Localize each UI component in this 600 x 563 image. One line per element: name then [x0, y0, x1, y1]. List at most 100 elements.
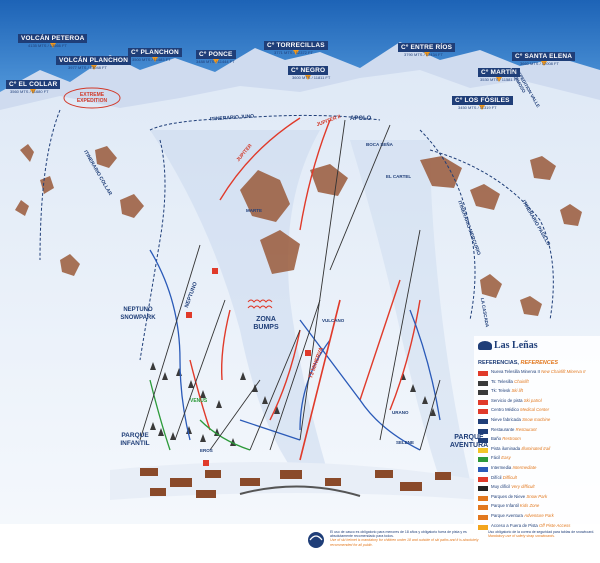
helmet-icon-shape: [309, 535, 323, 541]
label-el-cartel: EL CARTEL: [386, 174, 412, 179]
footer-strap-note: Uso obligatorio de la correa de segurida…: [488, 530, 595, 539]
legend-item: Baño Restroom: [478, 436, 600, 447]
legend-item-es: Intermedia: [491, 464, 513, 470]
elev-planchon: 3500 MTS / 11483 FT: [132, 57, 171, 62]
legend-item-es: Difícil: [491, 474, 503, 480]
elev-ponce: 3488 MTS / 11444 FT: [196, 59, 235, 64]
legend-item-en: Chairlift: [514, 378, 529, 384]
extreme-expedition-ring: [63, 87, 121, 109]
legend-item: Parque Infantil Kids Zone: [478, 504, 600, 514]
legend-item-en: Off Piste Access: [539, 522, 571, 528]
legend-swatch: [478, 486, 488, 492]
legend-list: Nueva Telesilla Minerva II New Chairlift…: [478, 369, 600, 534]
legend-item-en: Intermediate: [512, 464, 537, 470]
legend-swatch: [478, 371, 488, 376]
legend-backdrop: [474, 336, 600, 526]
elev-los-fosiles: 3450 MTS / 11319 FT: [458, 105, 497, 110]
legend-item-en: New Chairlift Minerva II: [541, 369, 586, 374]
legend-swatch: [478, 505, 488, 511]
legend-item-es: Pista iluminada: [491, 445, 522, 451]
trees: [150, 362, 436, 446]
legend-item: Acceso a Fuera de Pista Off Piste Access: [478, 522, 600, 534]
brand-logo: Las Leñas: [478, 340, 538, 351]
label-eros: EROS: [200, 448, 213, 453]
elev-martin: 3530 MTS / 11581 FT: [480, 77, 519, 82]
peak-martin: Cº MARTÍN: [478, 68, 520, 82]
label-apolo: APOLO: [350, 116, 372, 122]
label-parque-aventura: PARQUE AVENTURA: [449, 434, 489, 449]
elev-torrecillas: 3771 MTS / 12372 FT: [274, 50, 313, 55]
legend-item-es: Tk: Telesk: [491, 388, 512, 394]
elev-volcan-planchon: 3977 MTS / 13048 FT: [68, 65, 107, 70]
itinerary-routes: [39, 109, 554, 361]
legend-swatch: [478, 476, 488, 482]
legend-swatch: [478, 409, 488, 415]
legend-item-es: Centro Médico: [491, 407, 521, 413]
legend-swatch: [478, 457, 488, 463]
legend-item-es: Servicio de pista: [491, 397, 524, 403]
legend-item-en: Ski lift: [511, 388, 523, 394]
peak-volcan-peteroa: VOLCÁN PETEROA: [18, 34, 88, 48]
legend-item: Fácil Easy: [478, 456, 600, 466]
legend-item: Servicio de pista Ski patrol: [478, 397, 600, 409]
legend-item: Difícil Difficult: [478, 474, 600, 486]
legend-item-en: Restaurant: [515, 426, 537, 432]
legend-swatch: [478, 428, 488, 434]
legend-item-en: Ski patrol: [523, 397, 542, 403]
label-boca-sena: BOCA SEÑA: [366, 142, 393, 147]
legend-item-es: Muy difícil: [491, 484, 512, 490]
legend-item-en: Adventure Park: [524, 512, 554, 518]
peak-torrecillas: Cº TORRECILLAS: [264, 41, 328, 55]
intermediate-pistes: [149, 249, 441, 451]
legend-item: Muy difícil Very difficult: [478, 484, 600, 495]
brand-mark-icon: [478, 341, 492, 351]
rock-outcrops: [15, 144, 582, 316]
peak-entre-rios: Cº ENTRE RÍOS: [398, 43, 456, 57]
peak-negro: Cº NEGRO: [288, 66, 329, 80]
footer-strip: [0, 524, 600, 563]
legend-item-en: Medical Center: [520, 407, 550, 413]
label-vulcano: VULCANO: [322, 318, 345, 323]
valley-shade: [150, 130, 330, 480]
legend-item-es: Parque Infantil: [491, 503, 520, 509]
legend-title: REFERENCIAS, REFERENCES: [478, 360, 559, 366]
legend-swatch: [478, 418, 488, 424]
label-zona-bumps: ZONA BUMPS: [253, 316, 279, 331]
label-selene: SELENE: [396, 440, 415, 445]
label-marte: MARTE: [246, 208, 262, 213]
legend-swatch: [478, 524, 488, 530]
legend-item-en: Difficult: [502, 474, 517, 480]
legend-swatch: [478, 438, 488, 444]
bumps-markers: [247, 299, 273, 309]
legend-item-es: Acceso a Fuera de Pista: [491, 522, 540, 528]
legend-swatch: [478, 466, 488, 472]
legend-item: Nueva Telesilla Minerva II New Chairlift…: [478, 369, 600, 380]
legend-item-es: Parques de Nieve: [491, 493, 527, 499]
easy-pistes: [149, 379, 251, 451]
legend-item-en: Snow machine: [522, 416, 551, 422]
legend-item-es: Baño: [491, 436, 503, 442]
legend-item-es: Parque Aventura: [491, 512, 525, 518]
legend-item: Ts: Telesilla Chairlift: [478, 378, 600, 390]
peak-volcan-planchon: VOLCÁN PLANCHON: [56, 56, 132, 70]
legend-swatch: [478, 495, 488, 501]
label-extreme-expedition: EXTREME EXPEDITION: [76, 92, 108, 104]
peak-los-fosiles: Cº LOS FÓSILES: [452, 96, 513, 110]
peak-ponce: Cº PONCE: [196, 50, 236, 64]
lift-minerva-ii: [299, 299, 341, 461]
legend-swatch: [478, 514, 488, 520]
legend-item-en: Snow Park: [526, 493, 548, 499]
legend-item: Nieve fabricada Snow machine: [478, 416, 600, 428]
snow-field: [0, 70, 600, 563]
elev-santa-elena: 3660 MTS / 12008 FT: [520, 61, 559, 66]
legend-item-es: Fácil: [491, 455, 502, 461]
legend-swatch: [478, 399, 488, 405]
peak-santa-elena: Cº SANTA ELENA: [512, 52, 576, 66]
village: [110, 462, 480, 500]
legend-swatch: [478, 447, 488, 453]
legend-item-en: Illuminated trail: [521, 445, 551, 451]
elev-volcan-peteroa: 4135 MTS / 13566 FT: [28, 43, 67, 48]
legend-item-en: Restroom: [502, 436, 521, 442]
legend-item-es: Ts: Telesilla: [491, 378, 515, 384]
